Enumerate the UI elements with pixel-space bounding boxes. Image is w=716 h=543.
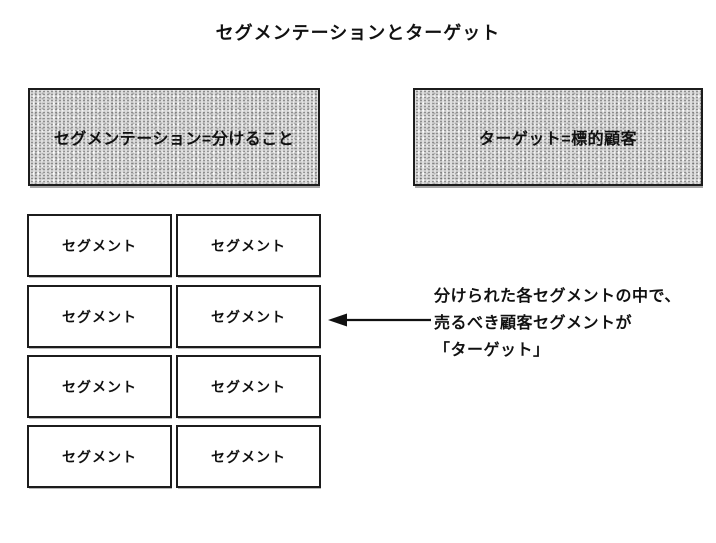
concept-box-segmentation-label: セグメンテーション=分けること — [53, 131, 295, 148]
segment-cell-label: セグメント — [62, 378, 137, 395]
segment-cell-label: セグメント — [62, 237, 137, 254]
segment-cell: セグメント — [176, 425, 321, 488]
segment-cell: セグメント — [176, 214, 321, 277]
segment-cell: セグメント — [176, 355, 321, 418]
segment-cell: セグメント — [27, 425, 172, 488]
annotation-line: 売るべき顧客セグメントが — [434, 315, 633, 332]
segment-cell-label: セグメント — [211, 308, 286, 325]
concept-box-target-label: ターゲット=標的顧客 — [478, 131, 638, 148]
annotation-text: 分けられた各セグメントの中で、 売るべき顧客セグメントが 「ターゲット」 — [434, 283, 681, 364]
concept-box-target: ターゲット=標的顧客 — [413, 88, 703, 186]
segment-cell-target: セグメント — [176, 285, 321, 348]
page-title: セグメンテーションとターゲット — [215, 23, 501, 43]
segment-cell-label: セグメント — [211, 378, 286, 395]
concept-box-segmentation: セグメンテーション=分けること — [28, 88, 320, 186]
annotation-line: 分けられた各セグメントの中で、 — [434, 288, 681, 305]
segment-cell: セグメント — [27, 355, 172, 418]
segment-cell-label: セグメント — [211, 448, 286, 465]
annotation-line: 「ターゲット」 — [434, 342, 550, 359]
segment-cell-label: セグメント — [62, 308, 137, 325]
segment-cell-label: セグメント — [211, 237, 286, 254]
segment-cell-label: セグメント — [62, 448, 137, 465]
target-arrow-icon — [328, 311, 432, 329]
segment-cell: セグメント — [27, 214, 172, 277]
segment-cell: セグメント — [27, 285, 172, 348]
